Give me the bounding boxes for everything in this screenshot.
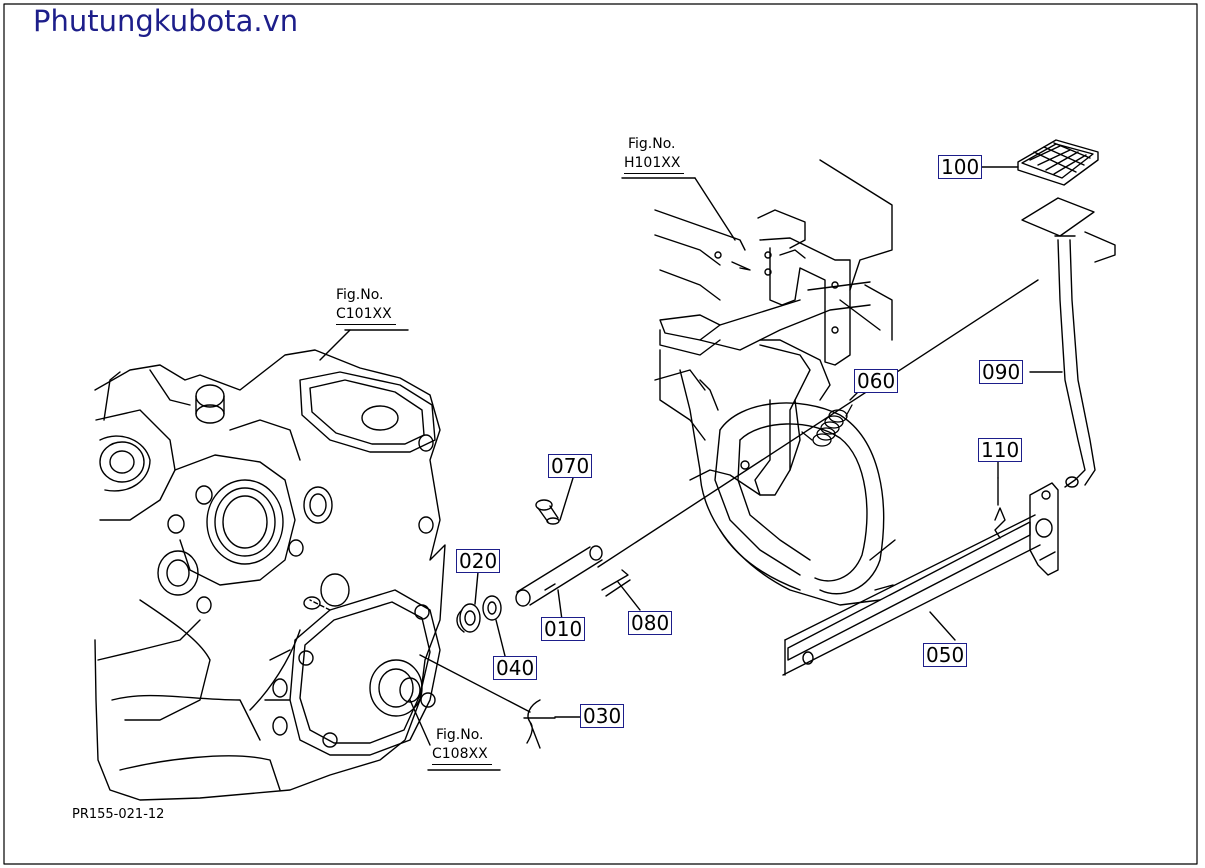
part-label-080[interactable]: 080 bbox=[628, 611, 673, 635]
rod-050-drawing bbox=[782, 482, 1059, 676]
part-label-090[interactable]: 090 bbox=[979, 360, 1024, 384]
part-label-100[interactable]: 100 bbox=[938, 155, 983, 179]
pin-110-drawing bbox=[994, 477, 1006, 539]
leader-h101 bbox=[694, 177, 736, 241]
washer-040-drawing bbox=[482, 595, 502, 621]
part-label-110[interactable]: 110 bbox=[978, 438, 1023, 462]
leader-050 bbox=[929, 611, 956, 641]
leader-070 bbox=[559, 477, 574, 521]
fig-ref-c101-prefix: Fig.No. bbox=[336, 287, 384, 303]
part-label-060[interactable]: 060 bbox=[854, 369, 899, 393]
fig-ref-c101[interactable]: Fig.No. C101XX bbox=[336, 286, 396, 325]
fig-ref-c101-number: C101XX bbox=[336, 305, 396, 325]
pedal-plate-drawing bbox=[1021, 197, 1095, 237]
clip-030-drawing bbox=[523, 699, 556, 749]
leader-030-line bbox=[419, 654, 531, 713]
frame-bracket-drawing bbox=[654, 159, 896, 606]
pin-080-drawing bbox=[601, 569, 631, 597]
pedal-arm-090-drawing bbox=[1054, 231, 1116, 488]
part-label-020[interactable]: 020 bbox=[456, 549, 501, 573]
spring-060-drawing bbox=[801, 404, 853, 447]
fig-ref-c108-prefix: Fig.No. bbox=[436, 727, 484, 743]
part-label-010[interactable]: 010 bbox=[541, 617, 586, 641]
fig-ref-h101-number: H101XX bbox=[624, 154, 685, 174]
fig-ref-h101-prefix: Fig.No. bbox=[628, 136, 676, 152]
part-label-030[interactable]: 030 bbox=[580, 704, 625, 728]
part-label-070[interactable]: 070 bbox=[548, 454, 593, 478]
part-label-040[interactable]: 040 bbox=[493, 656, 538, 680]
pin-070-drawing bbox=[535, 499, 560, 525]
fig-ref-h101[interactable]: Fig.No. H101XX bbox=[624, 135, 685, 174]
leader-c108 bbox=[409, 699, 431, 746]
leader-080 bbox=[617, 581, 641, 611]
drawing-code: PR155-021-12 bbox=[72, 807, 165, 822]
diagram-border bbox=[3, 3, 1198, 865]
shaft-010-drawing bbox=[515, 545, 603, 607]
fig-ref-c108[interactable]: Fig.No. C108XX bbox=[432, 726, 492, 765]
leader-040 bbox=[495, 619, 506, 657]
leader-c101 bbox=[319, 329, 351, 361]
leader-rod bbox=[597, 279, 1039, 568]
transmission-housing-drawing bbox=[94, 349, 446, 801]
site-title[interactable]: Phutungkubota.vn bbox=[33, 4, 299, 38]
part-label-050[interactable]: 050 bbox=[923, 643, 968, 667]
washer-020-drawing bbox=[456, 603, 481, 633]
pedal-pad-100-drawing bbox=[1017, 139, 1099, 186]
fig-ref-c108-number: C108XX bbox=[432, 745, 492, 765]
leader-010 bbox=[557, 589, 563, 621]
leader-020 bbox=[474, 571, 479, 605]
